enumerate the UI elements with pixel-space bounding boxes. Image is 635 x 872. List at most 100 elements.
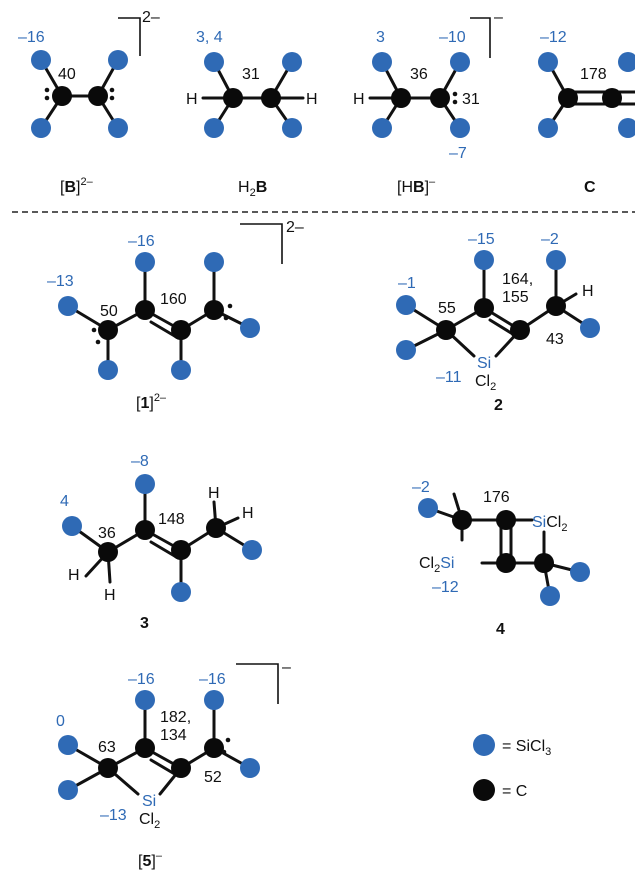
label-C: C <box>584 179 596 196</box>
shift-si: 0 <box>56 713 65 730</box>
carbon-atom <box>223 88 243 108</box>
carbon-atom <box>135 300 155 320</box>
silyl-atom <box>62 516 82 536</box>
silyl-atom <box>282 52 302 72</box>
lone-pair-dot <box>109 95 115 101</box>
ring-si-label: Si <box>142 793 156 810</box>
lone-pair-dot <box>225 737 231 743</box>
silyl-atom <box>474 250 494 270</box>
charge-bracket <box>240 223 283 264</box>
shift-si: –10 <box>439 29 466 46</box>
silyl-atom <box>31 118 51 138</box>
shift-si: –16 <box>128 671 155 688</box>
structure-HB: H 3 –10 –7 36 31 – [HB]– <box>353 9 503 196</box>
shift-si: 3, 4 <box>196 29 223 46</box>
lone-pair-dot <box>44 95 50 101</box>
silyl-atom <box>135 474 155 494</box>
lone-pair-dot <box>109 87 115 93</box>
label-compound-4: 4 <box>496 621 505 638</box>
silyl-atom <box>450 52 470 72</box>
structure-H2B: H H 3, 4 31 H2B <box>186 29 318 199</box>
shift-si: –1 <box>398 275 416 292</box>
shift-si: 4 <box>60 493 69 510</box>
legend: = SiCl3 = C <box>473 734 551 801</box>
lone-pair-dot <box>95 339 101 345</box>
silyl-atom <box>135 252 155 272</box>
label-B: [B]2– <box>60 176 94 196</box>
shift-c: 148 <box>158 511 185 528</box>
carbon-atom <box>496 510 516 530</box>
silyl-atom <box>282 118 302 138</box>
charge-bracket <box>118 17 141 56</box>
carbon-atom <box>98 320 118 340</box>
silyl-atom <box>418 498 438 518</box>
charge: 2– <box>142 9 160 26</box>
silyl-atom <box>540 586 560 606</box>
hydrogen-label: H <box>68 567 80 584</box>
lone-pair-dot <box>221 749 227 755</box>
silyl-atom <box>396 340 416 360</box>
shift-c: 55 <box>438 300 456 317</box>
carbon-atom <box>430 88 450 108</box>
carbon-atom <box>135 520 155 540</box>
hydrogen-label: H <box>208 485 220 502</box>
shift-c: 31 <box>462 91 480 108</box>
shift-si-ring: –11 <box>436 369 462 386</box>
shift-si: –16 <box>18 29 45 46</box>
silyl-atom <box>618 118 635 138</box>
silyl-atom <box>204 252 224 272</box>
silyl-atom <box>240 318 260 338</box>
hydrogen-label: H <box>582 283 594 300</box>
carbon-atom <box>452 510 472 530</box>
carbon-atom <box>88 86 108 106</box>
charge-bracket <box>236 663 279 704</box>
shift-c: 182, <box>160 709 191 726</box>
hydrogen-label: H <box>306 91 318 108</box>
shift-si: –7 <box>449 145 467 162</box>
hydrogen-label: H <box>242 505 254 522</box>
shift-c: 63 <box>98 739 116 756</box>
charge: – <box>282 659 291 676</box>
carbon-atom <box>98 542 118 562</box>
shift-c: 52 <box>204 769 222 786</box>
silyl-atom <box>171 582 191 602</box>
shift-c: 134 <box>160 727 187 744</box>
hydrogen-label: H <box>353 91 365 108</box>
label-compound-3: 3 <box>140 615 149 632</box>
carbon-atom <box>204 738 224 758</box>
silyl-atom <box>580 318 600 338</box>
legend-silyl-swatch <box>473 734 495 756</box>
structure-compound-5: Si Cl2 0 –16 –16 –13 63 182, 134 52 – [5… <box>56 659 291 870</box>
shift-si: –12 <box>540 29 567 46</box>
carbon-atom <box>171 320 191 340</box>
shift-c: 31 <box>242 66 260 83</box>
label-compound-5: [5]– <box>138 850 163 870</box>
shift-c: 36 <box>98 525 116 542</box>
carbon-atom <box>558 88 578 108</box>
shift-c: 36 <box>410 66 428 83</box>
structure-compound-4: SiCl2 Cl2Si –2 –12 176 4 <box>412 479 590 638</box>
silyl-atom <box>108 118 128 138</box>
silyl-atom <box>242 540 262 560</box>
silyl-atom <box>396 295 416 315</box>
carbon-atom <box>391 88 411 108</box>
lone-pair-dot <box>452 99 458 105</box>
silyl-atom <box>204 690 224 710</box>
silyl-atom <box>372 52 392 72</box>
silyl-atom <box>204 52 224 72</box>
silyl-atom <box>108 50 128 70</box>
lone-pair-dot <box>44 87 50 93</box>
silyl-atom <box>98 360 118 380</box>
silyl-atom <box>538 52 558 72</box>
shift-si-ring: –12 <box>432 579 459 596</box>
hydrogen-label: H <box>186 91 198 108</box>
silyl-atom <box>570 562 590 582</box>
ring-cl-label: Cl2 <box>475 373 496 393</box>
ring-si-cl-right: SiCl2 <box>532 514 567 534</box>
carbon-atom <box>546 296 566 316</box>
structure-compound-3: H H H H 4 –8 36 148 3 <box>60 453 262 632</box>
legend-silyl-text: = SiCl3 <box>502 738 551 758</box>
shift-si: –16 <box>128 233 155 250</box>
ring-si-cl-left: Cl2Si <box>419 555 454 575</box>
carbon-atom <box>52 86 72 106</box>
